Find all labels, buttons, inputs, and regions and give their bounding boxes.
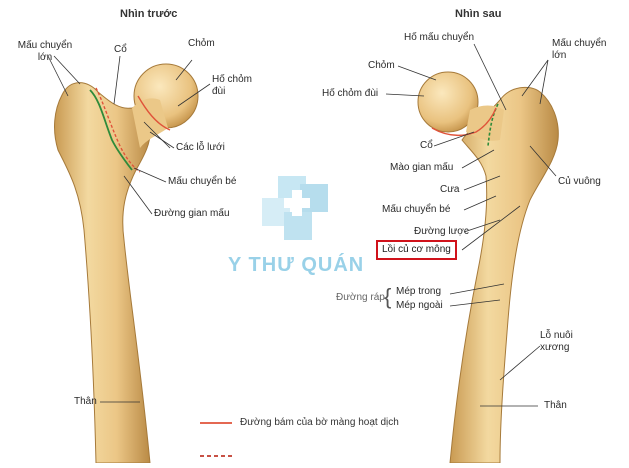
label-front-intertrochanteric-line: Đường gian mấu: [154, 208, 230, 219]
label-front-shaft: Thân: [74, 396, 97, 407]
label-back-gluteal-tuberosity: Lồi củ cơ mông: [376, 240, 457, 260]
label-back-medial-lip: Mép trong: [396, 286, 442, 297]
medical-cross-icon: [262, 176, 328, 240]
back-leaders: [385, 43, 557, 407]
label-back-pectineal-line: Đường lược: [414, 226, 469, 237]
watermark-brand: Y THƯ QUÁN: [228, 254, 365, 276]
label-back-trochanteric-fossa: Hố mấu chuyển: [404, 32, 475, 43]
legend-synovial-label: Đường bám của bờ màng hoạt dịch: [240, 417, 399, 428]
brace-linea-aspera: {: [384, 284, 392, 309]
label-back-nutrient-foramen: Lỗ nuôi xương: [540, 330, 573, 353]
label-back-lesser-trochanter: Mấu chuyển bé: [382, 204, 451, 215]
label-back-intertrochanteric-crest: Mào gian mấu: [390, 162, 454, 173]
front-femur: [54, 63, 199, 464]
label-back-fovea: Hố chỏm đùi: [322, 88, 379, 99]
label-front-fovea: Hố chỏm đùi: [212, 74, 253, 97]
label-back-greater-trochanter: Mấu chuyển lớn: [552, 38, 607, 61]
label-back-head: Chỏm: [368, 60, 395, 71]
label-back-shaft: Thân: [544, 400, 567, 411]
label-front-neck: Cổ: [114, 44, 127, 55]
label-back-lateral-lip: Mép ngoài: [396, 300, 443, 311]
label-back-tubercle: Cưa: [440, 184, 460, 195]
front-leaders: [47, 55, 211, 403]
label-back-linea-aspera: Đường ráp: [336, 292, 385, 303]
label-front-head: Chỏm: [188, 38, 215, 49]
label-front-foramina: Các lỗ lưới: [176, 142, 225, 153]
title-back: Nhìn sau: [455, 8, 502, 20]
label-front-lesser-trochanter: Mấu chuyển bé: [168, 176, 237, 187]
label-back-quadrate-tubercle: Củ vuông: [558, 176, 601, 187]
title-front: Nhìn trước: [120, 8, 178, 20]
label-front-greater-trochanter: Mấu chuyển lớn: [17, 40, 73, 63]
label-back-neck: Cổ: [420, 140, 433, 151]
back-femur: [417, 71, 559, 464]
